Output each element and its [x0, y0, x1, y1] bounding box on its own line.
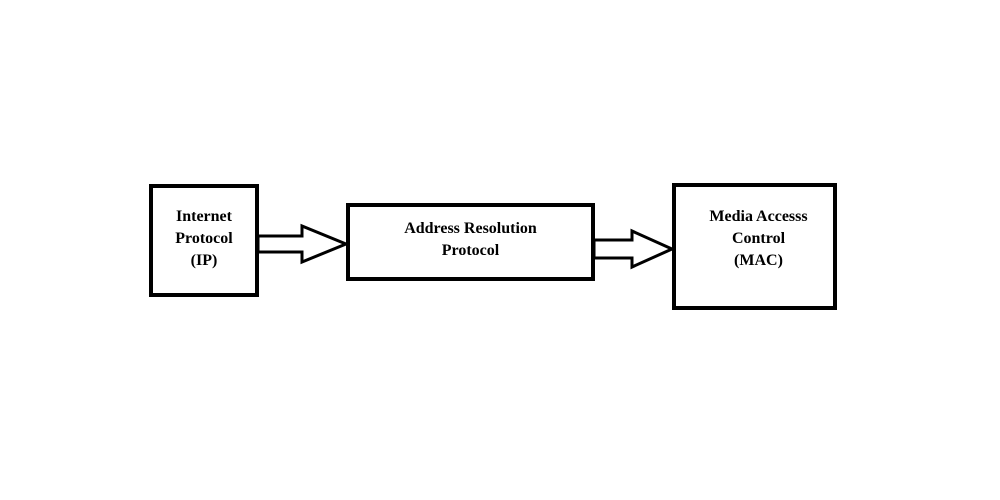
internet-protocol-label-line-2: Protocol [175, 229, 233, 247]
media-access-control-label-line-2: Control [731, 229, 786, 247]
address-resolution-protocol-label-line-2: Protocol [441, 241, 500, 259]
address-resolution-protocol-label-line-1: Address Resolution [404, 219, 537, 237]
internet-protocol-label: Internet Protocol (IP) [175, 206, 232, 272]
media-access-control-label: Media Accesss Control (MAC) [709, 206, 807, 272]
media-access-control-label-line-3: (MAC) [734, 251, 783, 269]
arp-to-mac-arrow [592, 228, 676, 270]
internet-protocol-label-line-1: Internet [176, 207, 232, 225]
media-access-control-label-line-1: Media Accesss [709, 207, 808, 225]
ip-to-arp-arrow [256, 223, 350, 265]
media-access-control-node: Media Accesss Control (MAC) [672, 183, 837, 310]
address-resolution-protocol-label: Address Resolution Protocol [404, 218, 537, 262]
internet-protocol-label-line-3: (IP) [190, 251, 218, 269]
internet-protocol-node: Internet Protocol (IP) [149, 184, 259, 297]
address-resolution-protocol-node: Address Resolution Protocol [346, 203, 595, 281]
